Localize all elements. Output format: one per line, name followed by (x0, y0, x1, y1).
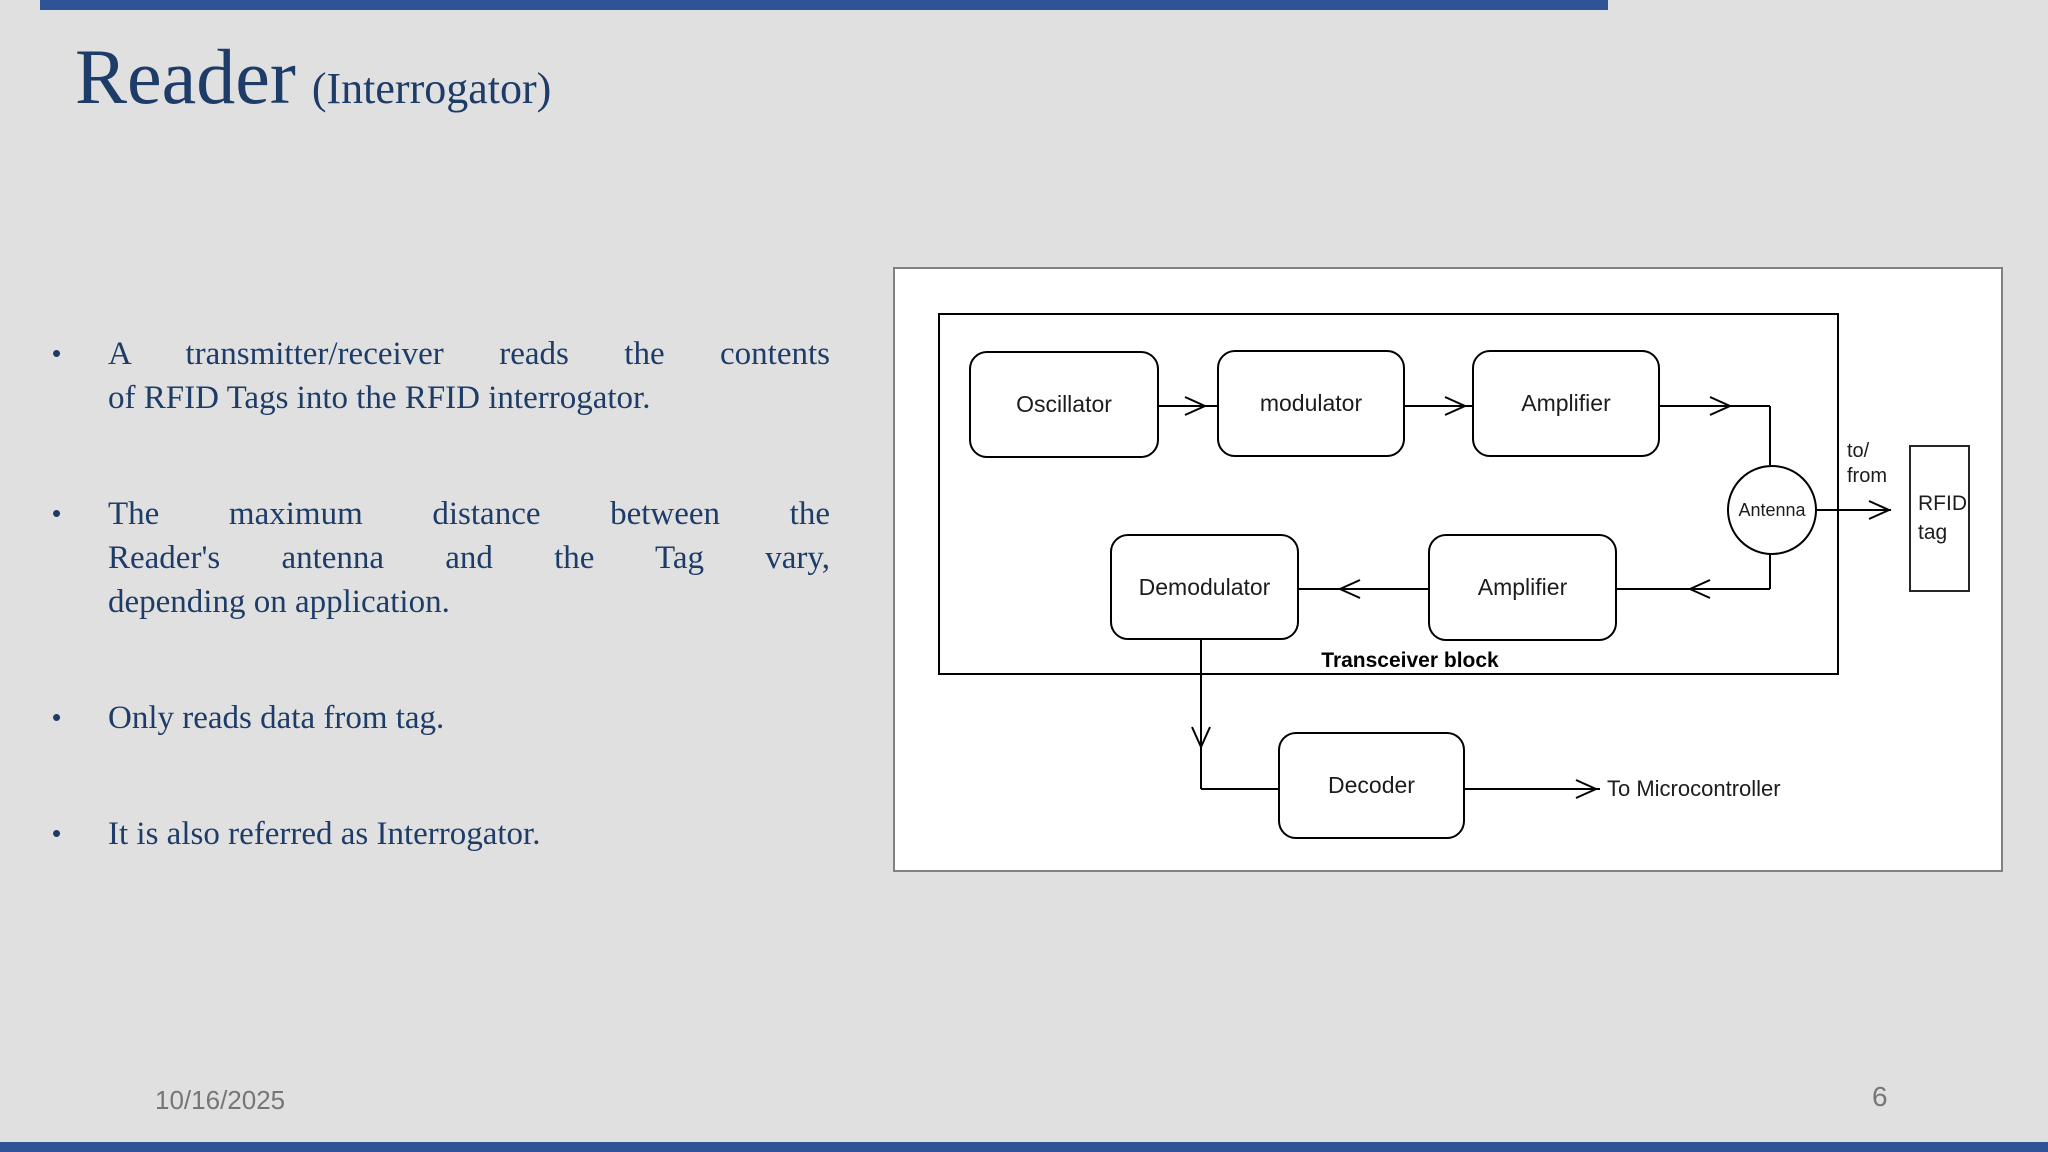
bullet-line: of RFID Tags into the RFID interrogator. (108, 380, 651, 416)
transceiver-label: Transceiver block (1321, 649, 1499, 672)
page-number: 6 (1872, 1081, 1888, 1112)
arrowhead-right-icon (1444, 396, 1468, 416)
bullet-text: Only reads data from tag. (108, 696, 830, 740)
block-amplifier-rx: Amplifier (1428, 534, 1617, 641)
block-oscillator: Oscillator (969, 351, 1159, 458)
block-demodulator: Demodulator (1110, 534, 1299, 640)
bullet-item: • A transmitter/receiver reads the conten… (52, 332, 830, 420)
to-from-line: to/ (1847, 440, 1870, 462)
bullet-marker: • (52, 338, 62, 368)
block-modulator: modulator (1217, 350, 1405, 457)
bullet-item: • It is also referred as Interrogator. (52, 812, 830, 856)
bullet-line: Reader's antenna and the Tag vary, (108, 540, 830, 576)
bullet-text: It is also referred as Interrogator. (108, 812, 830, 856)
block-amplifier-tx: Amplifier (1472, 350, 1660, 457)
rfid-tag-line: RFID (1918, 492, 1967, 516)
page-title: Reader (Interrogator) (75, 30, 551, 124)
bullet-item: • Only reads data from tag. (52, 696, 830, 740)
footer-date: 10/16/2025 (155, 1085, 286, 1115)
block-decoder: Decoder (1278, 732, 1465, 839)
arrowhead-left-icon (1687, 579, 1711, 599)
title-text: Reader (75, 33, 296, 120)
transceiver-box (938, 313, 1839, 675)
diagram-figure: Oscillator modulator Amplifier Demodulat… (893, 267, 2003, 872)
arrowhead-right-icon (1709, 396, 1733, 416)
rfid-tag-line: tag (1918, 520, 1948, 544)
bullet-line: depending on application. (108, 584, 450, 620)
arrowhead-down-icon (1191, 726, 1211, 750)
arrowhead-right-icon (1575, 779, 1599, 799)
bullet-list: • A transmitter/receiver reads the conten… (52, 332, 830, 928)
title-suffix: (Interrogator) (311, 64, 552, 113)
to-from-label: to/ from (1847, 439, 1887, 489)
bullet-marker: • (52, 498, 62, 528)
bullet-line: It is also referred as Interrogator. (108, 816, 541, 852)
to-microcontroller-label: To Microcontroller (1607, 776, 1781, 801)
arrowhead-right-icon (1868, 500, 1892, 520)
antenna-node: Antenna (1727, 465, 1817, 555)
bullet-marker: • (52, 818, 62, 848)
rfid-tag-box: RFID tag (1909, 445, 1970, 592)
arrowhead-right-icon (1184, 396, 1208, 416)
top-accent-bar (40, 0, 1608, 10)
bullet-line: Only reads data from tag. (108, 700, 445, 736)
to-from-line: from (1847, 465, 1887, 488)
bullet-marker: • (52, 702, 62, 732)
bullet-text: A transmitter/receiver reads the content… (108, 332, 830, 420)
connector-svg (1159, 396, 1892, 799)
bottom-accent-bar (0, 1142, 2048, 1152)
bullet-line: The maximum distance between the (108, 496, 830, 532)
bullet-line: A transmitter/receiver reads the content… (108, 336, 830, 372)
arrowhead-left-icon (1337, 579, 1361, 599)
